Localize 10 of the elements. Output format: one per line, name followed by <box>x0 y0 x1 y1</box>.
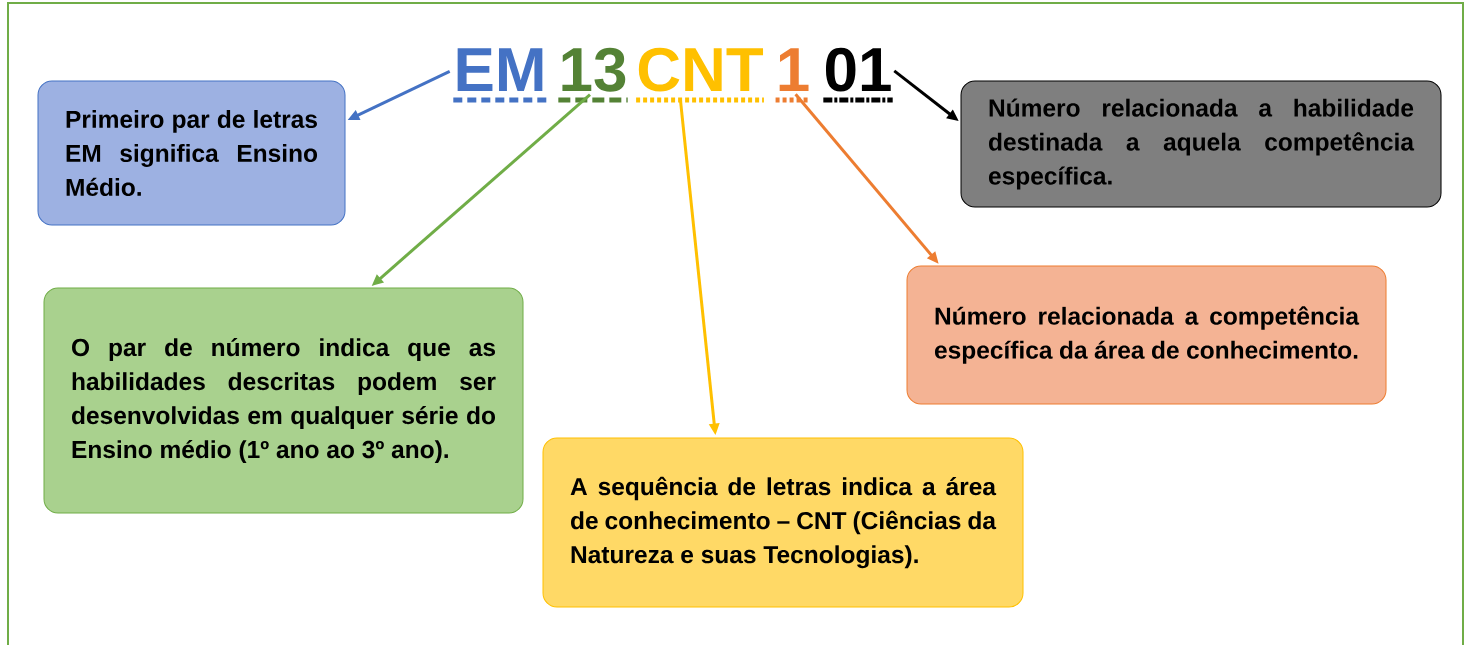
code-segment: 01 <box>823 47 893 103</box>
code-segment: 1 <box>775 48 811 103</box>
code-segment: 13 <box>558 47 628 103</box>
text-box: A sequência de letras indica a área de conhecimento – CNT (Ciências da Natureza e suas Tecnologias). <box>542 437 1024 608</box>
text-box: Primeiro par de letras EM significa Ensino Médio. <box>37 80 346 226</box>
text-box: O par de número indica que as habilidades descritas podem ser desenvolvidas em qualquer série do Ensino médio (1º ano ao 3º ano). <box>43 287 524 514</box>
code-segment: EM <box>453 48 547 103</box>
text-box: Número relacionada a habilidade destinada a aquela competência específica. <box>960 80 1442 208</box>
text-box: Número relacionada a competência específica da área de conhecimento. <box>906 265 1387 405</box>
code-segment: CNT <box>636 47 764 103</box>
